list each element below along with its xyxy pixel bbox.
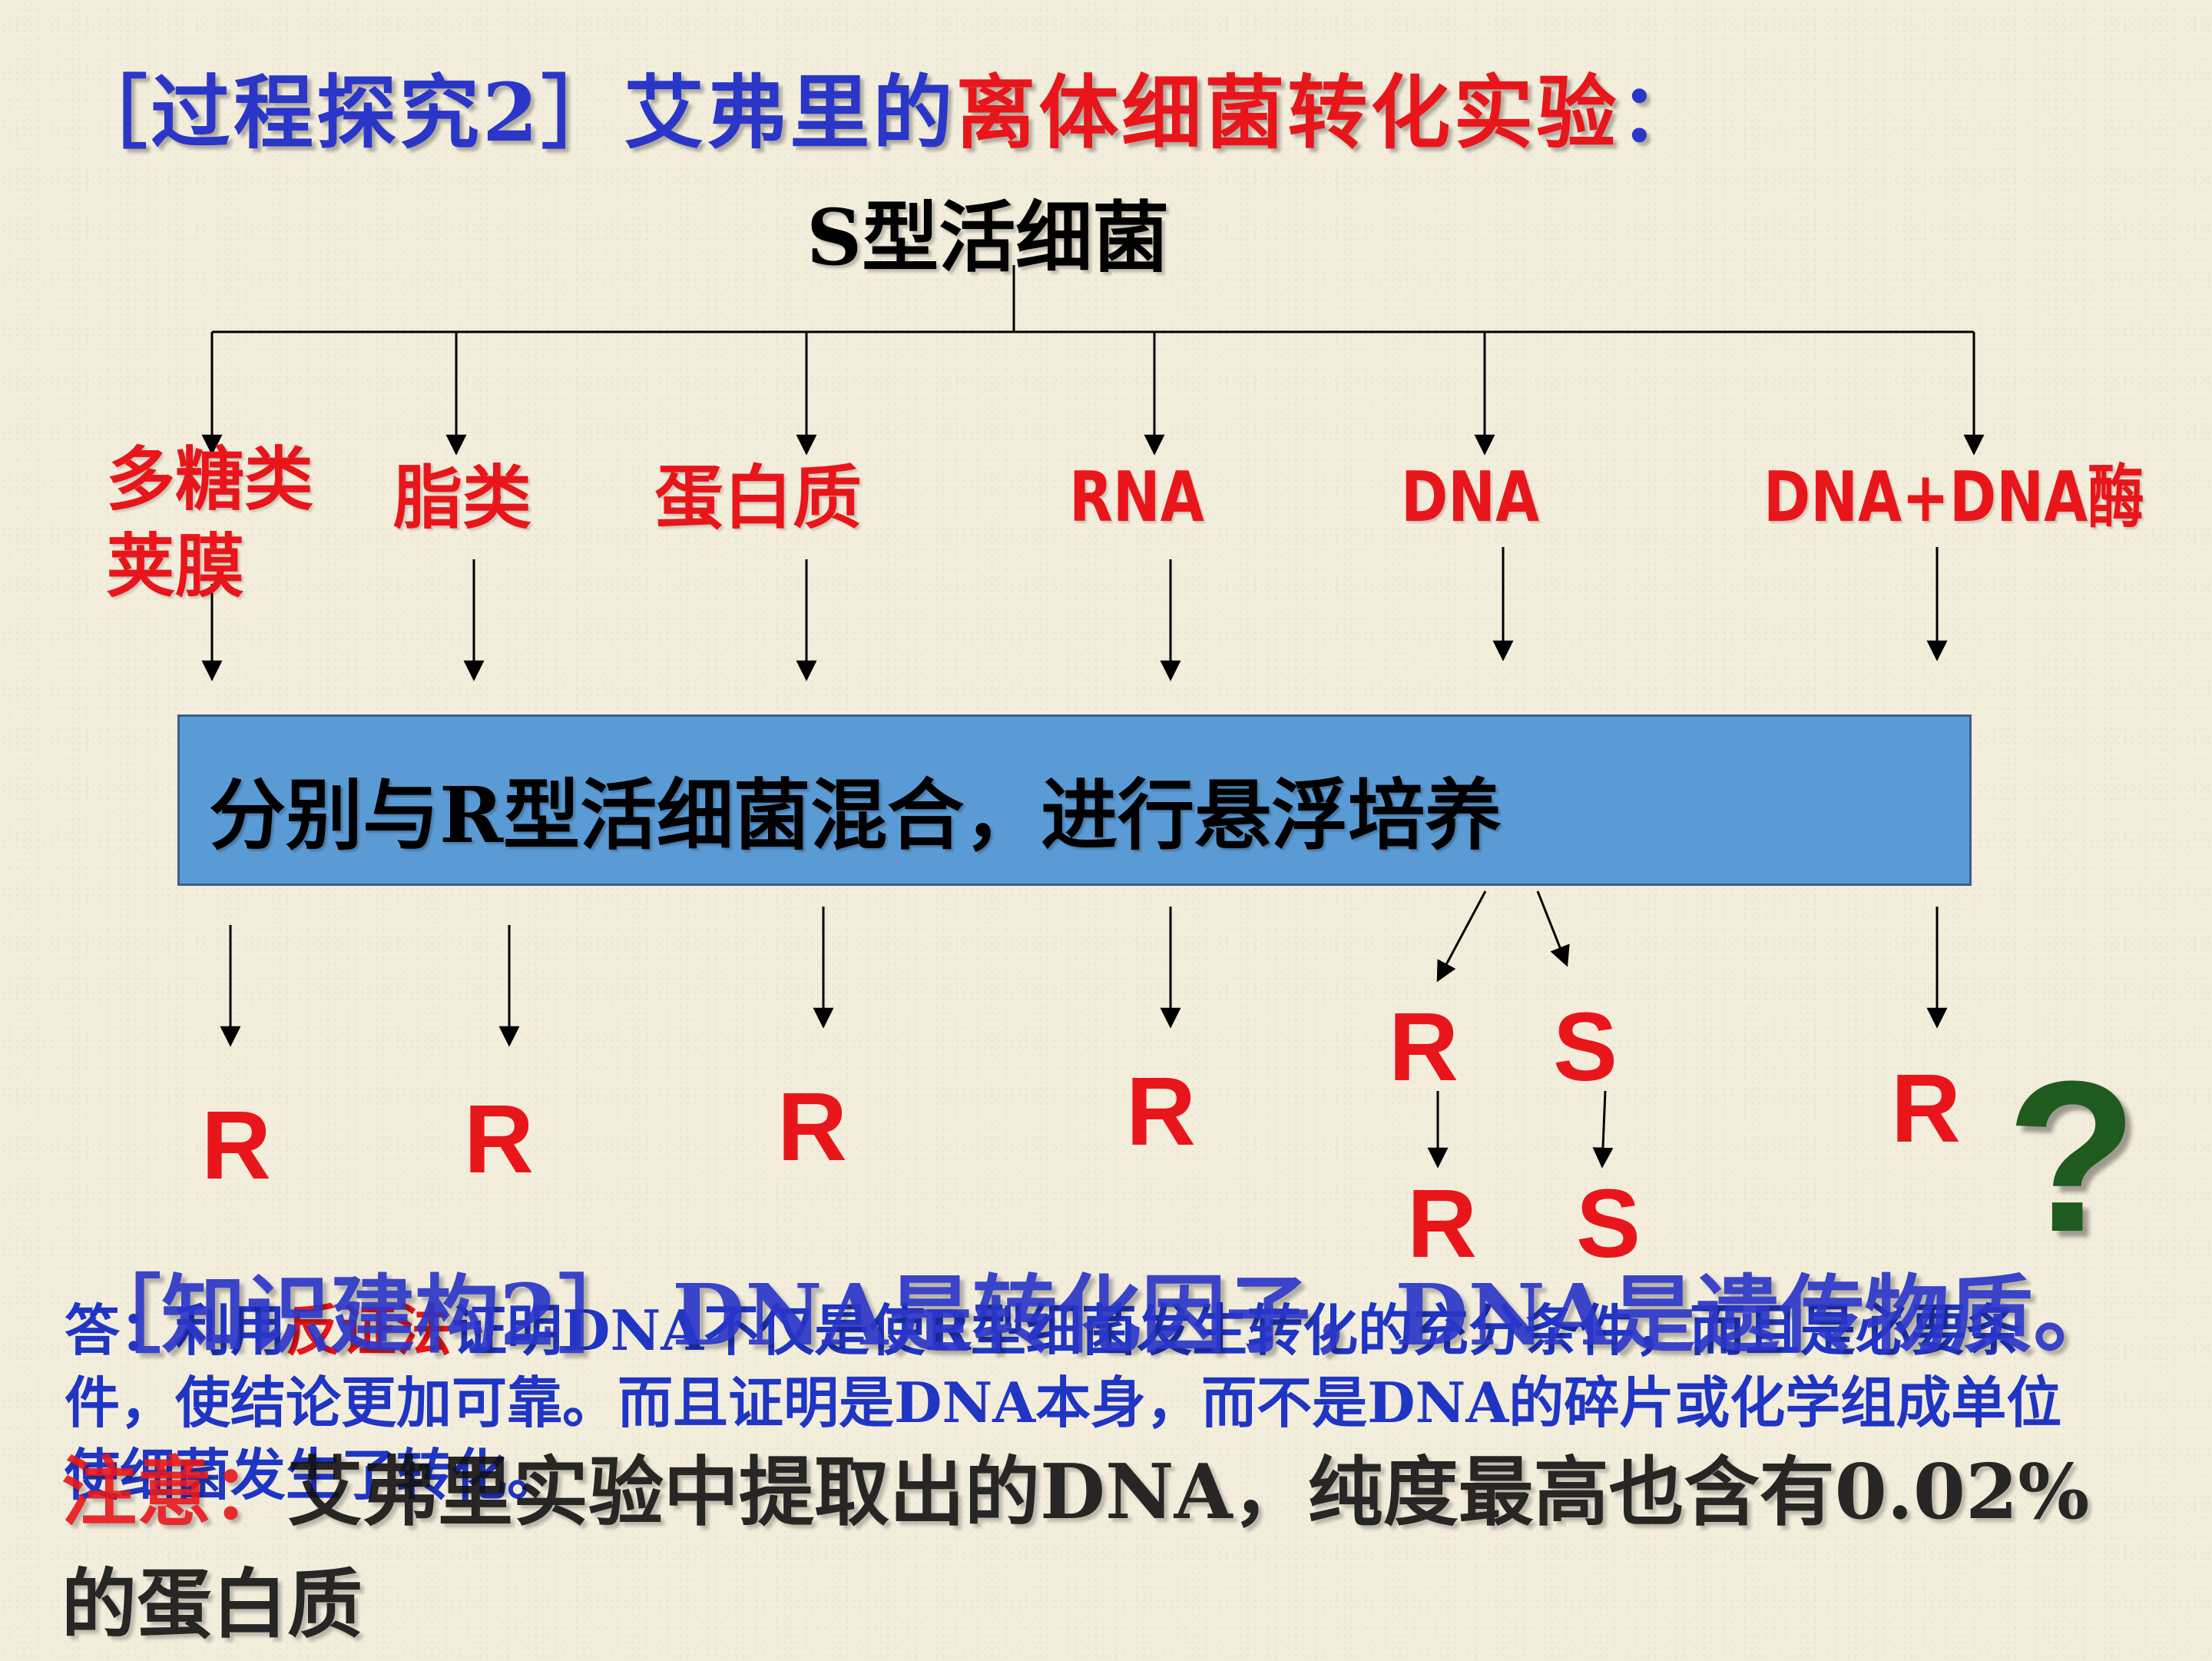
top-node-label: S型活细菌 <box>806 192 1170 283</box>
note-text: 注意：艾弗里实验中提取出的DNA，纯度最高也含有0.02%的蛋白质 <box>61 1437 2151 1661</box>
result-arrow-dna-r <box>1436 890 1487 983</box>
note-body: 艾弗里实验中提取出的DNA，纯度最高也含有0.02%的蛋白质 <box>61 1448 2090 1649</box>
result-dna-r: R <box>1389 993 1459 1101</box>
component-lipid: 脂类 <box>393 457 531 539</box>
component-dna-dnase: DNA+DNA酶 <box>1763 457 2144 538</box>
title-prefix: ［过程探究2］艾弗里的 <box>68 65 956 160</box>
component-protein: 蛋白质 <box>654 457 862 539</box>
title-highlight: 离体细菌转化实验 <box>955 65 1620 160</box>
s-to-s-arrow <box>1592 1090 1614 1169</box>
mixing-step-label: 分别与R型活细菌混合，进行悬浮培养 <box>209 770 1502 860</box>
component-rna: RNA <box>1069 457 1204 538</box>
note-label: 注意： <box>61 1448 288 1537</box>
component-label: 多糖类 <box>106 439 313 520</box>
component-polysaccharide: 多糖类 荚膜 <box>106 436 313 609</box>
result-rna: R <box>1126 1057 1196 1165</box>
result-dna-s-next: S <box>1576 1169 1641 1278</box>
result-protein: R <box>777 1073 847 1181</box>
slide-title: ［过程探究2］艾弗里的离体细菌转化实验： <box>68 48 1702 164</box>
result-dna-s: S <box>1553 993 1618 1101</box>
result-lipid: R <box>464 1085 534 1193</box>
knowledge-summary: ［知识建构2］ DNA是转化因子，DNA是遗传物质。 <box>77 1265 2118 1364</box>
question-mark-icon: ? <box>2006 1037 2138 1277</box>
answer-body: 证明DNA不仅是使R型细菌发生转化的充分条件，而且是必要条件，使结论更加可靠。而… <box>65 1298 2062 1507</box>
mixing-step-box <box>177 714 1972 886</box>
result-dna-dnase: R <box>1891 1054 1961 1162</box>
component-dna: DNA <box>1401 457 1540 538</box>
result-arrow-dna-s <box>1536 890 1570 967</box>
answer-text: 答：利用反证法证明DNA不仅是使R型细菌发生转化的充分条件，而且是必要条件，使结… <box>65 1295 2108 1511</box>
title-suffix: ： <box>1619 65 1703 160</box>
answer-method: 反证法 <box>286 1298 452 1363</box>
result-polysaccharide: R <box>201 1091 271 1199</box>
result-dna-r-next: R <box>1407 1169 1477 1278</box>
answer-prefix: 答：利用 <box>65 1298 286 1363</box>
component-label-line2: 荚膜 <box>106 525 244 607</box>
